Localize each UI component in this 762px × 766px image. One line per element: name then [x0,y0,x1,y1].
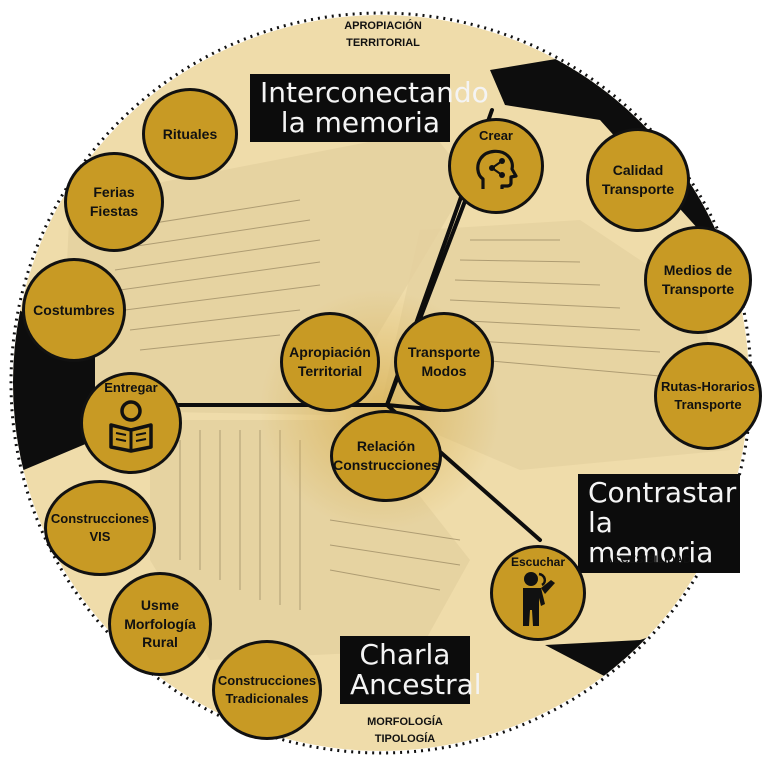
bubble-calidad-line-1: Calidad [612,162,664,179]
bubble-vis-line-2: VIS [89,529,111,544]
bubble-apropiacion[interactable]: Apropiación Territorial [280,312,380,412]
caption-morfologia-line-1: MORFOLOGÍA [367,716,443,728]
title-contrastar: Contrastar la memoria [578,474,740,573]
bubble-usme-line-1: Usme [140,596,180,613]
bubble-calidad[interactable]: Calidad Transporte [586,128,690,232]
bubble-relacion-line-1: Relación [356,438,416,455]
wedge-top-right [490,55,749,275]
crear-action[interactable]: Crear [448,118,544,214]
reading-person-icon [109,399,153,453]
bubble-transporte-modos-line-1: Transporte [407,344,481,361]
bubble-calidad-line-2: Transporte [601,181,675,197]
bubble-rituales[interactable]: Rituales [142,88,238,180]
caption-accesibilidad-text: ACCESIBILIDAD [604,554,692,566]
bubble-usme[interactable]: Usme Morfología Rural [108,572,212,676]
caption-accesibilidad: ACCESIBILIDAD [578,552,718,569]
bubble-tradicionales-line-2: Tradicionales [225,691,309,706]
caption-morfologia: MORFOLOGÍA TIPOLOGÍA [355,714,455,747]
escuchar-label: Escuchar [510,555,566,569]
title-charla-line-1: Charla [359,638,451,671]
bubble-ferias-line-2: Fiestas [89,203,139,219]
title-contrastar-line-1: Contrastar [588,476,737,509]
bubble-rutas[interactable]: Rutas-Horarios Transporte [654,342,762,450]
bubble-rituales-line-1: Rituales [162,125,218,142]
bubble-costumbres-line-1: Costumbres [33,301,115,318]
title-contrastar-line-2: la memoria [588,506,714,570]
bubble-relacion-line-2: Construcciones [333,457,439,473]
sketch-hatching [109,199,661,610]
title-interconectando: Interconectando la memoria [250,74,489,143]
escuchar-action[interactable]: Escuchar [490,545,586,641]
caption-morfologia-line-2: TIPOLOGÍA [374,732,436,745]
bubble-vis[interactable]: Construcciones VIS [44,480,156,576]
title-charla-line-2: Ancestral [350,668,482,702]
bubble-apropiacion-line-1: Apropiación [289,344,371,361]
bubble-usme-line-3: Rural [142,634,178,651]
bubble-costumbres[interactable]: Costumbres [22,258,126,362]
bubble-tradicionales-line-1: Construcciones [217,673,317,689]
bubble-transporte-modos[interactable]: Transporte Modos [394,312,494,412]
title-charla: Charla Ancestral [340,636,482,705]
title-interconectando-line-2: la memoria [280,106,440,140]
bubble-relacion[interactable]: Relación Construcciones [330,410,442,502]
title-interconectando-line-1: Interconectando [260,76,489,109]
bubble-transporte-modos-line-2: Modos [421,363,467,379]
head-network-icon [476,149,518,189]
bubble-tradicionales[interactable]: Construcciones Tradicionales [212,640,322,740]
entregar-action[interactable]: Entregar [80,372,182,474]
top-caption: APROPIACIÓN TERRITORIAL [318,18,448,51]
bubble-apropiacion-line-2: Territorial [297,363,363,379]
bubble-medios-line-1: Medios de [663,262,733,279]
bubble-rutas-line-1: Rutas-Horarios [661,379,755,395]
bubble-ferias-line-1: Ferias [93,184,135,201]
bubble-usme-line-2: Morfología [124,615,196,632]
bubble-medios-line-2: Transporte [661,281,735,297]
top-caption-line-2: TERRITORIAL [346,36,420,49]
bubble-vis-line-1: Construcciones [50,511,150,527]
bubble-medios[interactable]: Medios de Transporte [644,226,752,334]
crear-label: Crear [479,128,513,143]
entregar-label: Entregar [104,380,158,395]
listening-person-icon [523,572,555,627]
top-caption-line-1: APROPIACIÓN [344,20,422,32]
bubble-rutas-line-2: Transporte [674,397,742,412]
bubble-ferias[interactable]: Ferias Fiestas [64,152,164,252]
